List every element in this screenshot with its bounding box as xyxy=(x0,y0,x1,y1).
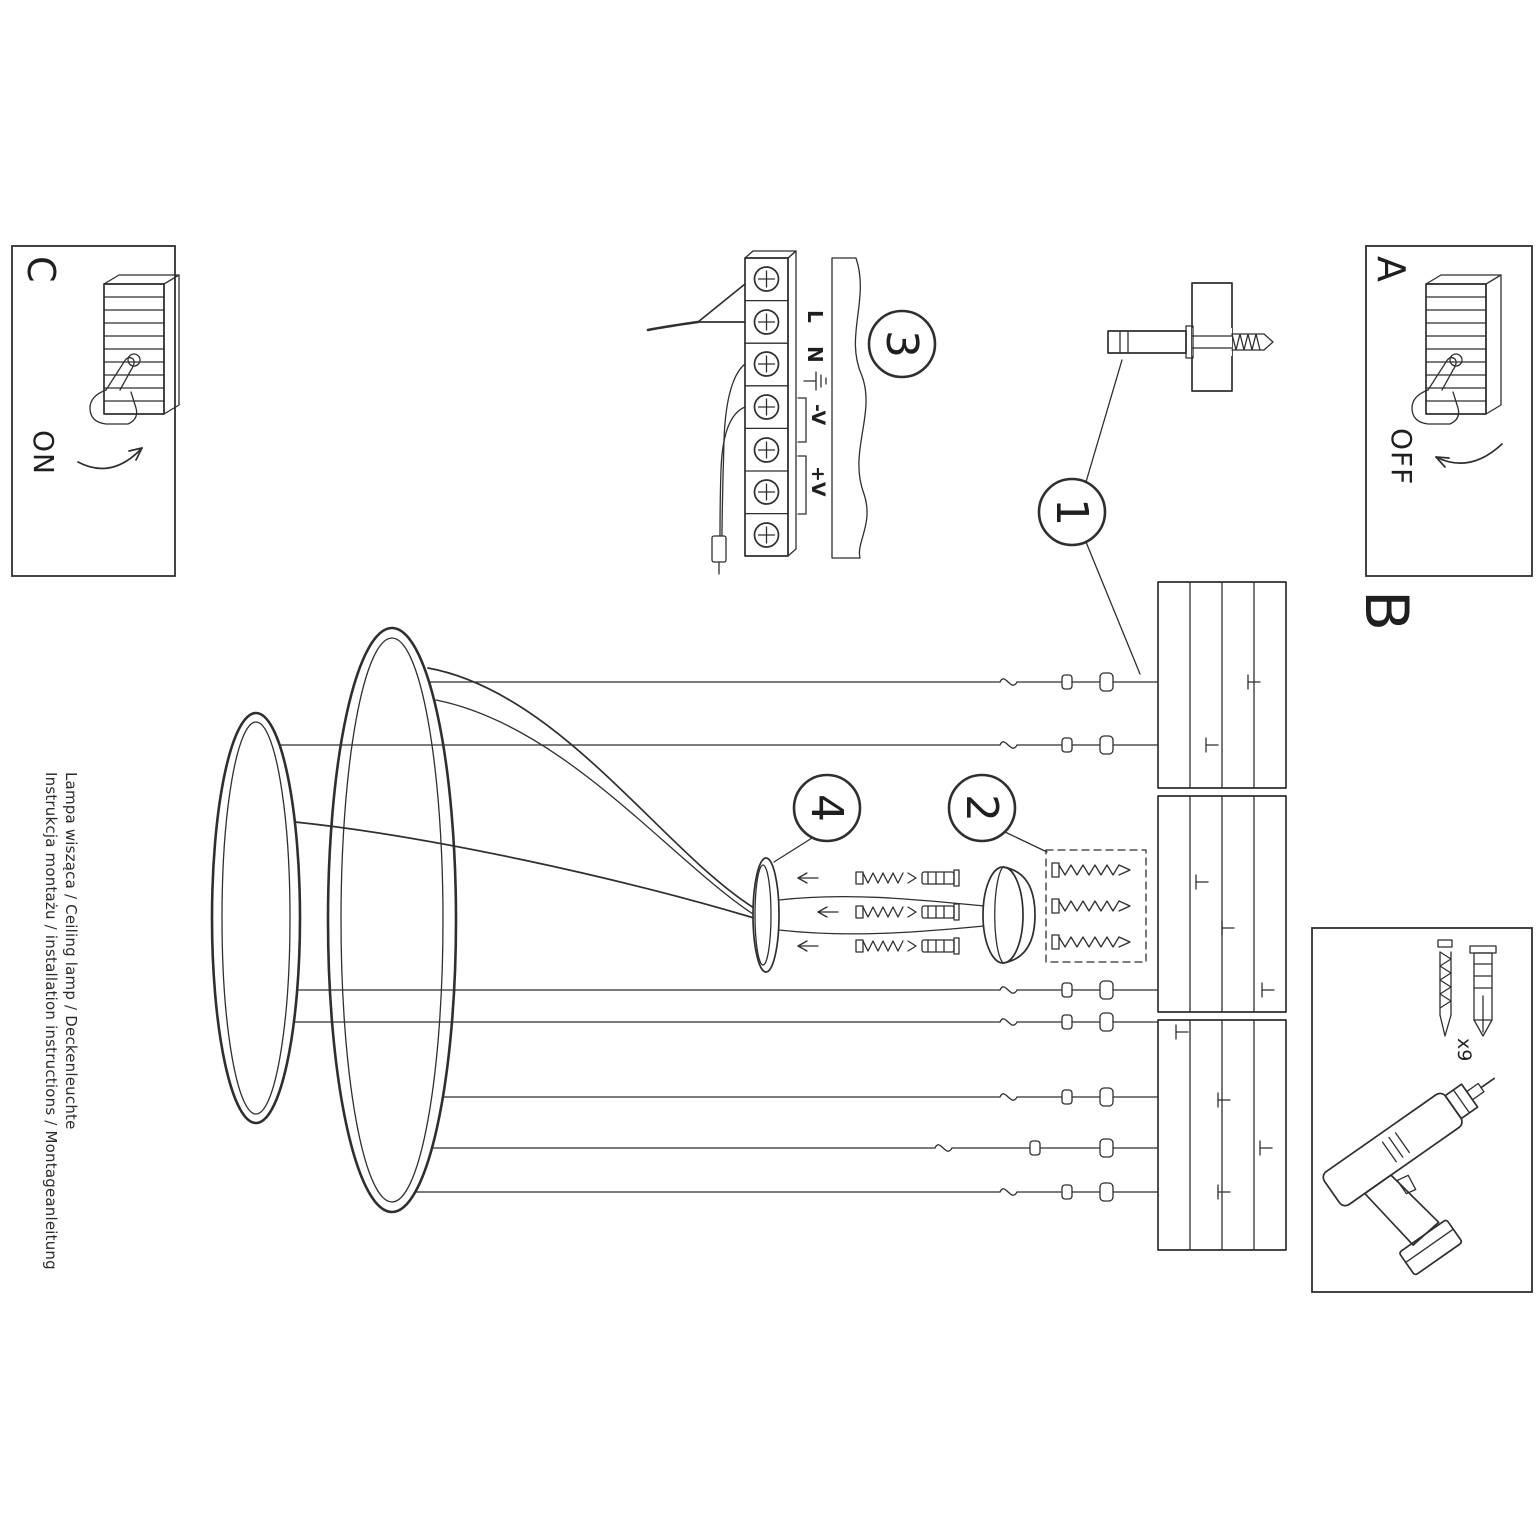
ceiling-canopy xyxy=(982,866,1036,964)
screw-icon xyxy=(1437,939,1453,1037)
plank-section-3 xyxy=(1157,1019,1287,1251)
terminal-label-live: L xyxy=(803,310,827,323)
hardware-box: x9 xyxy=(1311,927,1533,1293)
switch-block-icon xyxy=(89,274,180,425)
terminal-label-neutral: N xyxy=(803,346,827,363)
step2-number: 2 xyxy=(956,794,1007,822)
suspension-cable xyxy=(431,1138,1158,1158)
mains-cable xyxy=(646,283,746,332)
step2-marker-circle xyxy=(947,773,1017,843)
terminal-screws xyxy=(753,266,780,548)
step3-number: 3 xyxy=(876,330,927,358)
suspension-cables xyxy=(279,672,1158,1202)
step1-leader-line xyxy=(1085,359,1123,483)
lamp-rings xyxy=(210,626,458,1214)
step1-number: 1 xyxy=(1046,498,1097,526)
step2-leader-line xyxy=(1004,831,1048,853)
off-state-label: OFF xyxy=(1385,428,1418,485)
cover-disc xyxy=(752,857,780,973)
large-ring xyxy=(326,626,458,1214)
panel-c-frame xyxy=(11,245,176,577)
step3-marker-circle xyxy=(867,309,937,379)
plus-v-bracket xyxy=(797,455,807,515)
panel-c-label: C xyxy=(19,256,63,283)
insert-arrow-icon xyxy=(797,872,839,952)
mounting-screw xyxy=(1051,898,1131,914)
section-b-label: B xyxy=(1351,590,1421,631)
terminal-label-minus-v: -V xyxy=(807,404,829,426)
suspension-cable xyxy=(293,1012,1158,1032)
mounting-screw xyxy=(1051,862,1131,878)
screw-and-plug xyxy=(855,903,960,921)
step4-number: 4 xyxy=(801,794,852,822)
panel-switch-on: C ON xyxy=(11,245,180,577)
on-state-label: ON xyxy=(27,430,60,475)
step3-terminal-diagram: L N -V +V 3 xyxy=(646,250,937,575)
small-ring xyxy=(210,711,302,1125)
panel-a-label: A xyxy=(1369,256,1413,282)
detail-dashed-box xyxy=(1045,849,1147,963)
drill-icon xyxy=(1322,1077,1496,1276)
screw-and-plug xyxy=(855,937,960,955)
ceiling-planks xyxy=(1157,581,1287,1251)
ceiling-section-pattern xyxy=(831,257,868,559)
terminal-label-plus-v: +V xyxy=(807,466,829,497)
step2-canopy-group: 2 xyxy=(797,773,1147,964)
step4-marker-circle xyxy=(792,773,862,843)
screw-and-plug xyxy=(855,869,960,887)
earth-ground-icon xyxy=(803,371,827,391)
panel-switch-off: A OFF xyxy=(1365,245,1533,577)
suspension-cable xyxy=(279,735,1158,755)
step1-leader-line-2 xyxy=(1085,541,1141,675)
plank-section-2 xyxy=(1157,795,1287,1013)
suspension-cable xyxy=(428,672,1158,692)
driver-wires xyxy=(711,363,746,575)
step4-leader-line xyxy=(773,837,813,863)
power-cables xyxy=(294,667,985,935)
step1-marker-circle xyxy=(1037,477,1107,547)
plank-section-1 xyxy=(1157,581,1287,789)
anchor-quantity-label: x9 xyxy=(1453,1038,1475,1061)
wall-anchor-icon xyxy=(1107,325,1274,359)
hardware-box-frame xyxy=(1311,927,1533,1293)
minus-v-bracket xyxy=(797,397,807,443)
switch-block-icon xyxy=(1411,274,1502,425)
turn-on-arrow-icon xyxy=(77,447,143,470)
wall-plug-icon xyxy=(1469,945,1497,1037)
suspension-cable xyxy=(442,1087,1158,1107)
instruction-title-line1: Instrukcja montażu / installation instru… xyxy=(42,772,60,1270)
suspension-cable xyxy=(414,1182,1158,1202)
turn-off-arrow-icon xyxy=(1435,443,1503,468)
mounting-screw xyxy=(1051,934,1131,950)
suspension-cable xyxy=(296,980,1158,1000)
panel-a-frame xyxy=(1365,245,1533,577)
instruction-title-line2: Lampa wisząca / Ceiling lamp / Deckenleu… xyxy=(62,772,80,1130)
step1-anchor-diagram: 1 xyxy=(1037,282,1274,675)
step4-cover-group: 4 xyxy=(752,773,862,973)
